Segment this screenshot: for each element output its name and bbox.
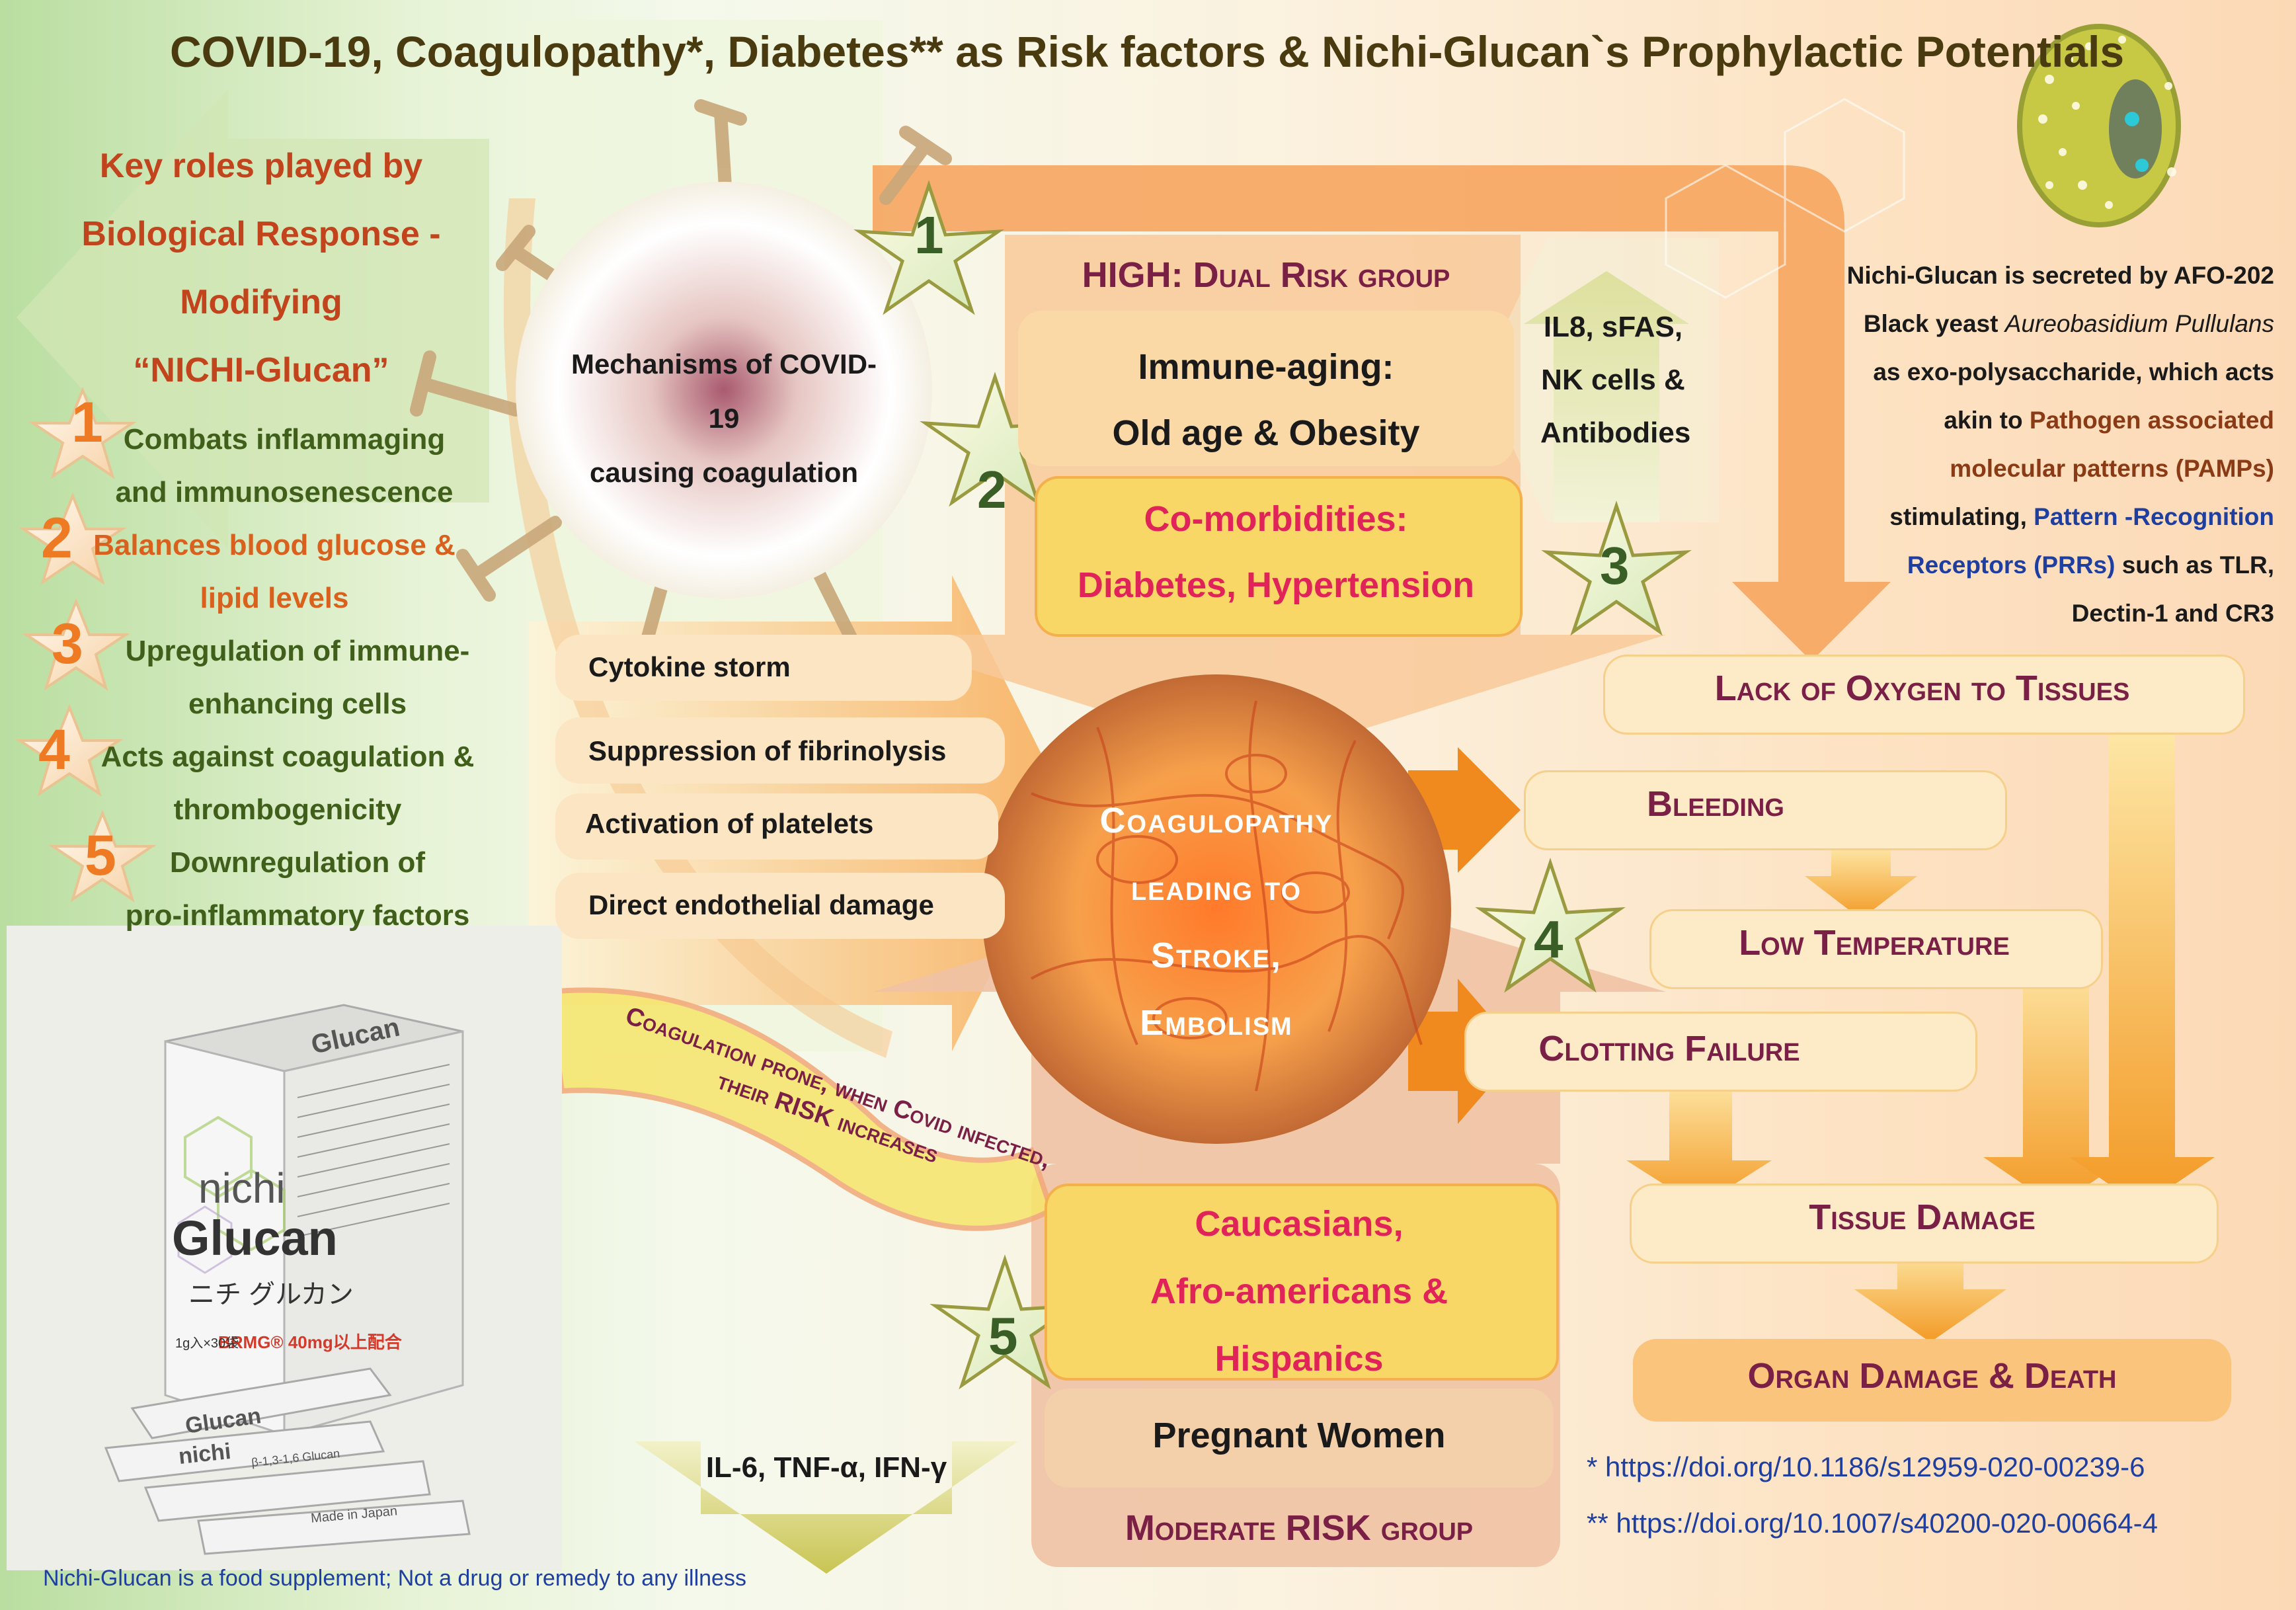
organ-damage-box bbox=[1633, 1339, 2231, 1422]
star-number-1: 1 bbox=[914, 206, 944, 264]
star-number-4: 4 bbox=[1534, 910, 1564, 969]
clotting-failure-box bbox=[1464, 1012, 1977, 1092]
key-roles-line-3: Modifying bbox=[180, 283, 342, 321]
bleeding-text: Bleeding bbox=[1647, 784, 1784, 824]
key-roles-line-4: “NICHI-Glucan” bbox=[133, 351, 389, 389]
clotting-failure-text: Clotting Failure bbox=[1538, 1029, 1800, 1068]
low-temperature-box bbox=[1649, 909, 2103, 989]
lack-oxygen-box bbox=[1603, 655, 2245, 735]
key-roles-line-1: Key roles played by bbox=[99, 147, 423, 185]
disclaimer: Nichi-Glucan is a food supplement; Not a… bbox=[43, 1566, 746, 1591]
immune-aging-box bbox=[1018, 311, 1514, 466]
moderate-risk-heading: Moderate RISK group bbox=[1125, 1508, 1474, 1548]
product-dose: BRMG® 40mg以上配合 bbox=[218, 1332, 402, 1352]
mechanism-box-fibrinolysis bbox=[555, 717, 1005, 784]
key-role-text-2: Balances blood glucose &lipid levels bbox=[93, 529, 455, 614]
ethnic-groups-text: Caucasians,Afro-americans &Hispanics bbox=[1150, 1204, 1448, 1379]
high-risk-heading: HIGH: Dual Risk group bbox=[1082, 255, 1450, 295]
product-brand-small: nichi bbox=[198, 1164, 286, 1212]
immune-aging-text: Immune-aging:Old age & Obesity bbox=[1112, 347, 1420, 453]
nichi-info-line-2: Black yeast Aureobasidium Pullulans bbox=[1863, 310, 2274, 337]
comorbidities-box bbox=[1035, 476, 1523, 637]
cytokines-label: IL-6, TNF-α, IFN-γ bbox=[705, 1451, 947, 1484]
tissue-damage-box bbox=[1630, 1184, 2219, 1264]
key-role-number-4: 4 bbox=[38, 718, 70, 782]
immune-markers-label: IL8, sFAS,NK cells &Antibodies bbox=[1540, 311, 1691, 449]
product-brand-main: Glucan bbox=[172, 1211, 338, 1266]
lack-oxygen-text: Lack of Oxygen to Tissues bbox=[1714, 668, 2130, 708]
pregnant-women-box bbox=[1045, 1389, 1554, 1488]
key-roles-heading: Key roles played by Biological Response … bbox=[40, 132, 483, 405]
nichi-info-line-8: Dectin-1 and CR3 bbox=[2071, 600, 2274, 627]
nichi-info-line-3: as exo-polysaccharide, which acts bbox=[1873, 358, 2274, 385]
sachet-label-3: nichi bbox=[177, 1438, 233, 1470]
ethnic-groups-box bbox=[1045, 1184, 1559, 1381]
tissue-damage-text: Tissue Damage bbox=[1809, 1197, 2036, 1237]
pregnant-women-text: Pregnant Women bbox=[1152, 1416, 1446, 1455]
product-count: 1g入×30袋 bbox=[175, 1336, 239, 1351]
star-number-2: 2 bbox=[977, 460, 1007, 519]
key-role-text-3: Upregulation of immune-enhancing cells bbox=[125, 635, 470, 720]
star-number-5: 5 bbox=[988, 1307, 1018, 1365]
reference-2[interactable]: ** https://doi.org/10.1007/s40200-020-00… bbox=[1587, 1508, 2158, 1539]
key-role-number-1: 1 bbox=[71, 391, 103, 454]
mechanism-box-platelets bbox=[555, 793, 998, 860]
organ-damage-text: Organ Damage & Death bbox=[1747, 1356, 2117, 1396]
mechanism-fibrinolysis: Suppression of fibrinolysis bbox=[588, 735, 947, 766]
nichi-info-block: Nichi-Glucan is secreted by AFO-202 Blac… bbox=[1732, 251, 2274, 637]
key-role-number-5: 5 bbox=[85, 824, 116, 887]
nichi-info-line-5: molecular patterns (PAMPs) bbox=[1950, 455, 2274, 482]
bleeding-box bbox=[1524, 770, 2007, 850]
key-role-number-3: 3 bbox=[52, 612, 83, 676]
product-katakana: ニチ グルカン bbox=[188, 1280, 354, 1309]
mechanism-platelets: Activation of platelets bbox=[585, 808, 874, 839]
low-temperature-text: Low Temperature bbox=[1739, 923, 2010, 963]
key-roles-line-2: Biological Response - bbox=[81, 215, 441, 253]
nichi-info-line-4: akin to Pathogen associated bbox=[1944, 407, 2274, 434]
nichi-info-line-7: Receptors (PRRs) such as TLR, bbox=[1907, 551, 2274, 579]
key-role-number-2: 2 bbox=[41, 506, 73, 570]
nichi-info-line-1: Nichi-Glucan is secreted by AFO-202 bbox=[1846, 262, 2274, 289]
mechanism-box-cytokine bbox=[555, 635, 972, 701]
mechanism-cytokine-storm: Cytokine storm bbox=[588, 651, 791, 682]
star-number-3: 3 bbox=[1600, 536, 1630, 595]
main-title: COVID-19, Coagulopathy*, Diabetes** as R… bbox=[169, 27, 2125, 76]
reference-1[interactable]: * https://doi.org/10.1186/s12959-020-002… bbox=[1587, 1451, 2145, 1482]
mechanism-endothelial: Direct endothelial damage bbox=[588, 889, 934, 920]
mechanism-box-endothelial bbox=[555, 873, 1005, 939]
comorbidities-text: Co-morbidities:Diabetes, Hypertension bbox=[1077, 499, 1475, 605]
key-role-text-4: Acts against coagulation &thrombogenicit… bbox=[100, 741, 475, 826]
nichi-info-line-6: stimulating, Pattern -Recognition bbox=[1889, 503, 2274, 530]
